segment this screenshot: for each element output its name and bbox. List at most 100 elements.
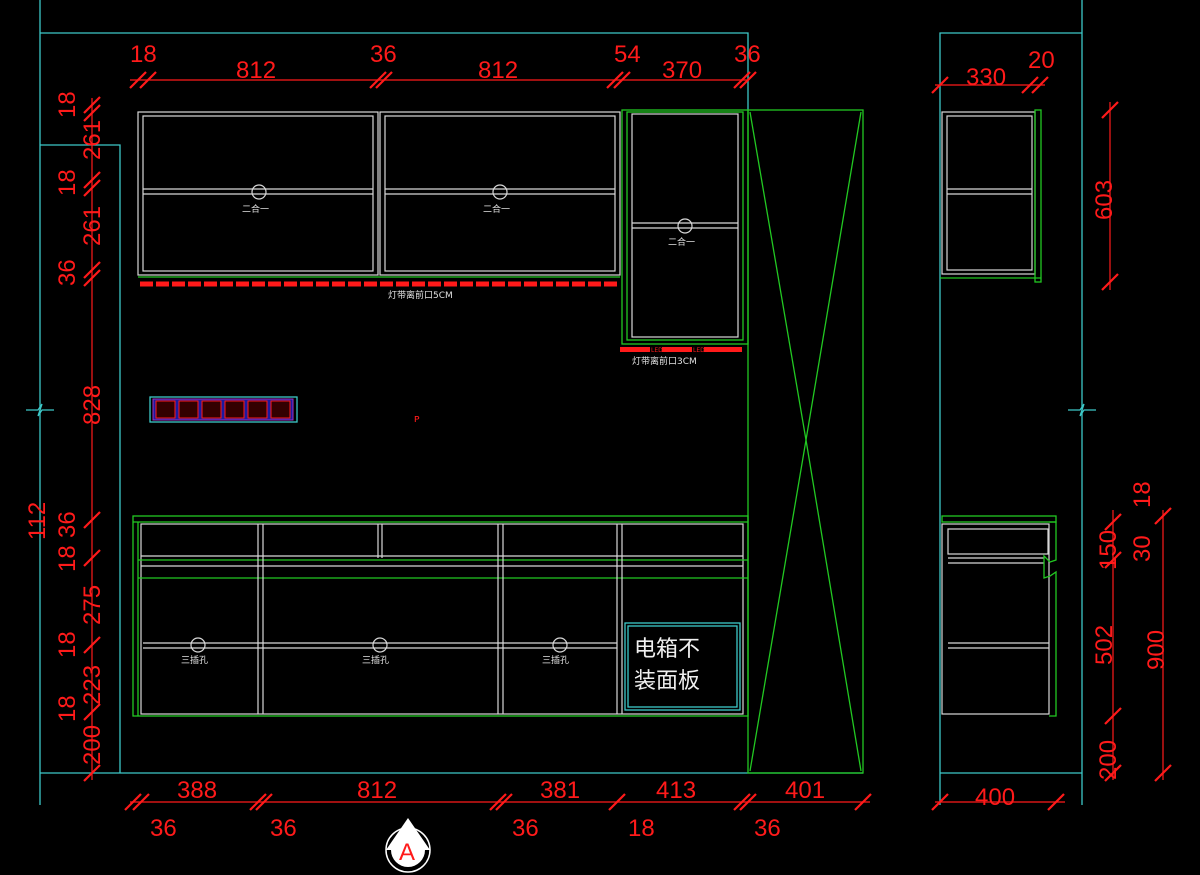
dimension-tick (495, 793, 513, 811)
outlet-label: 二合一 (242, 203, 269, 215)
side-view-lower (941, 515, 1057, 717)
outlet-label: 三插孔 (542, 654, 569, 666)
dimension-tick (931, 793, 949, 811)
dimension-label: 36 (270, 815, 297, 842)
dimension-tick (1031, 76, 1049, 94)
tall-cabinet[interactable] (747, 109, 864, 774)
dimension-tick (83, 104, 101, 122)
dimension-tick (83, 511, 101, 529)
dimension-label: 18 (54, 169, 81, 196)
dimension-label: 54 (614, 41, 641, 68)
dimension-tick (739, 793, 757, 811)
dimension-tick (83, 261, 101, 279)
dimension-label: 18 (628, 815, 655, 842)
dimension-label: 30 (1129, 535, 1156, 562)
dimension-label: 812 (478, 57, 518, 84)
dimension-tick (83, 549, 101, 567)
section-marker[interactable]: A (385, 818, 431, 873)
dimension-label: 330 (966, 64, 1006, 91)
wall-outline (26, 0, 1096, 805)
led-note: 灯带离前口3CM (632, 355, 697, 367)
led-note: 灯带离前口5CM (388, 289, 453, 301)
small-wall-cabinet[interactable] (620, 109, 749, 352)
dimension-label: 401 (785, 777, 825, 804)
outlet-label: 三插孔 (362, 654, 389, 666)
section-marker-label: A (399, 839, 415, 866)
dimension-label: 36 (512, 815, 539, 842)
dimension-tick (124, 793, 142, 811)
socket-icon (155, 400, 176, 419)
dimension-label: 36 (54, 511, 81, 538)
dimension-tick (931, 76, 949, 94)
dimension-label: 381 (540, 777, 580, 804)
electric-box-note: 装面板 (634, 669, 700, 694)
power-socket-strip (149, 396, 298, 423)
dimension-label: 261 (79, 120, 106, 160)
dimension-tick (1104, 513, 1122, 531)
dimension-label: 18 (54, 695, 81, 722)
dimension-label: 400 (975, 784, 1015, 811)
dimension-label: 828 (79, 385, 106, 425)
dimension-tick (83, 703, 101, 721)
dimension-tick (83, 179, 101, 197)
dimension-label: 370 (662, 57, 702, 84)
dimension-tick (132, 793, 150, 811)
dimension-label: 275 (79, 585, 106, 625)
dimension-tick (733, 793, 751, 811)
dimension-tick (83, 171, 101, 189)
dimension-tick (83, 269, 101, 287)
dimension-lines (83, 71, 1172, 811)
dimension-tick (369, 71, 387, 89)
dimension-label: 200 (79, 725, 106, 765)
dimension-label: 18 (130, 41, 157, 68)
dimension-tick (83, 764, 101, 782)
dimension-tick (83, 636, 101, 654)
dimension-tick (489, 793, 507, 811)
upper-cabinets[interactable] (137, 111, 621, 287)
socket-icon (270, 400, 291, 419)
dimension-tick (1154, 507, 1172, 525)
socket-icon (247, 400, 268, 419)
socket-icon (224, 400, 245, 419)
dimension-label: 603 (1091, 180, 1118, 220)
electric-box-note: 电箱不 (634, 637, 700, 662)
dimension-tick (1104, 551, 1122, 569)
dimension-label: 36 (754, 815, 781, 842)
dimension-label: 18 (54, 545, 81, 572)
dimension-label: 112 (24, 502, 51, 540)
dimension-label: 261 (79, 206, 106, 246)
base-cabinets[interactable] (132, 515, 749, 717)
dimension-label: 200 (1095, 740, 1122, 780)
dimension-label: 36 (150, 815, 177, 842)
dimension-label: 900 (1143, 630, 1170, 670)
dimension-tick (733, 71, 751, 89)
dimension-label: 36 (734, 41, 761, 68)
dimension-tick (255, 793, 273, 811)
outlet-label: 二合一 (668, 236, 695, 248)
dimension-label: 36 (370, 41, 397, 68)
dimension-tick (139, 71, 157, 89)
dimension-labels: 1881236812543703633020182611826136828112… (24, 41, 1170, 842)
dimension-tick (1104, 707, 1122, 725)
dimension-tick (854, 793, 872, 811)
dimension-tick (606, 71, 624, 89)
dimension-tick (375, 71, 393, 89)
socket-icon (201, 400, 222, 419)
marker-symbol: ᴘ (414, 412, 420, 425)
dimension-tick (1104, 764, 1122, 782)
dimension-tick (1047, 793, 1065, 811)
outlet-label: 三插孔 (181, 654, 208, 666)
dimension-label: 18 (54, 91, 81, 118)
dimension-label: 502 (1091, 625, 1118, 665)
dimension-tick (1101, 273, 1119, 291)
side-view-upper (940, 109, 1042, 283)
dimension-label: 812 (357, 777, 397, 804)
socket-icon (178, 400, 199, 419)
dimension-tick (1101, 101, 1119, 119)
dimension-label: 150 (1095, 530, 1122, 570)
outlet-label: 二合一 (483, 203, 510, 215)
dimension-tick (1021, 76, 1039, 94)
dimension-label: 18 (1129, 481, 1156, 508)
led-tag: LED (651, 347, 663, 354)
